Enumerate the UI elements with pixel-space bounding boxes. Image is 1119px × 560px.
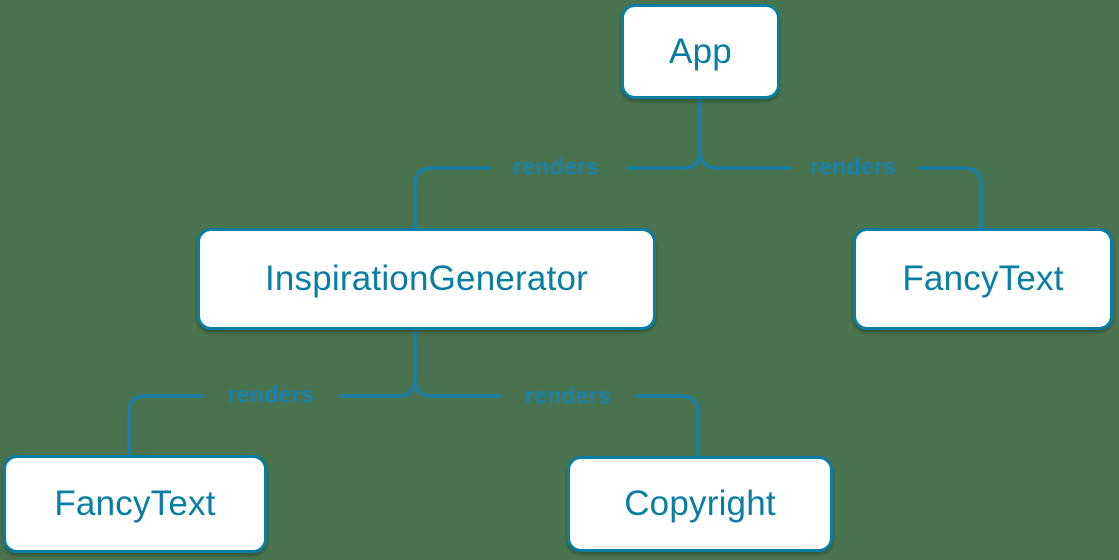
node-fancy-text-left-label: FancyText [54,484,216,523]
node-inspiration-generator-label: InspirationGenerator [264,259,589,298]
edge-label-renders-inspirationgenerator-fancytext: renders [227,381,315,408]
node-copyright-label: Copyright [624,484,776,523]
node-fancy-text-right-label: FancyText [902,259,1064,298]
node-inspiration-generator: InspirationGenerator [197,228,656,330]
edge-label-renders-app-fancytext: renders [809,153,897,180]
edge-label-renders-app-inspirationgenerator: renders [512,153,600,180]
node-app: App [621,4,780,99]
node-copyright: Copyright [567,456,833,552]
edge-label-renders-inspirationgenerator-copyright: renders [524,382,612,409]
node-fancy-text-right: FancyText [853,228,1113,330]
node-fancy-text-left: FancyText [3,455,267,553]
node-app-label: App [669,31,732,71]
